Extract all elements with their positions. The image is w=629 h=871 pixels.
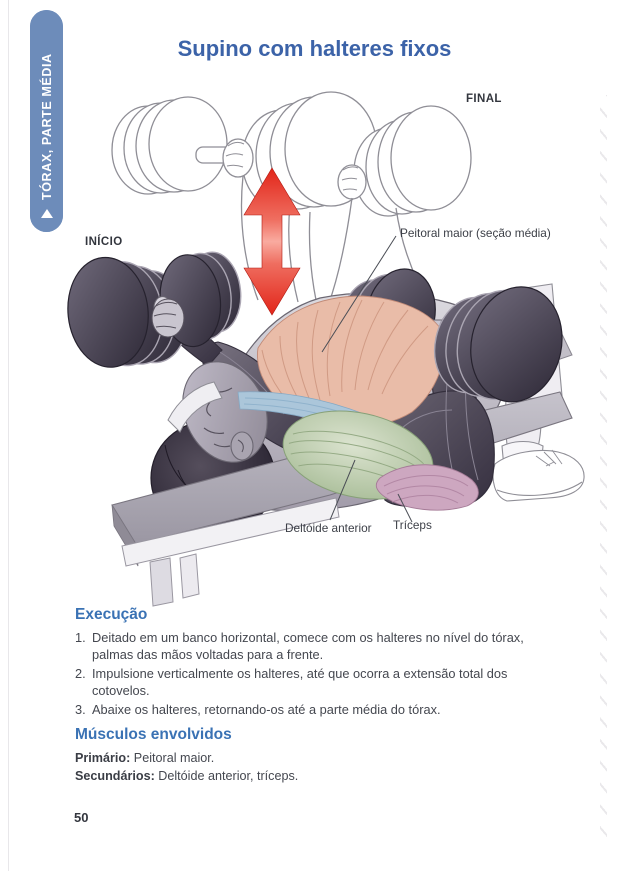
primary-muscle-line: Primário: Peitoral maior. (75, 750, 575, 768)
secondary-muscle-label: Secundários: (75, 769, 155, 784)
secondary-muscle-value: Deltóide anterior, tríceps. (158, 769, 299, 784)
execucao-heading: Execução (75, 606, 148, 623)
step-1-text: Deitado em um banco horizontal, comece c… (92, 630, 524, 662)
label-deltoide: Deltóide anterior (285, 521, 372, 535)
step-3: 3. Abaixe os halteres, retornando-os até… (75, 702, 545, 719)
step-1: 1. Deitado em um banco horizontal, comec… (75, 630, 545, 664)
left-hand (151, 298, 185, 338)
movement-arrow (243, 167, 301, 316)
right-dumbbell-near-plates (433, 286, 563, 403)
primary-muscle-value: Peitoral maior. (133, 751, 215, 766)
step-2: 2. Impulsione verticalmente os halteres,… (75, 666, 545, 700)
step-1-number: 1. (75, 630, 86, 645)
page-scan-edge (8, 0, 9, 871)
label-peitoral: Peitoral maior (seção média) (400, 226, 551, 240)
execucao-steps: 1. Deitado em um banco horizontal, comec… (75, 630, 575, 718)
step-2-text: Impulsione verticalmente os halteres, at… (92, 665, 508, 698)
step-3-text: Abaixe os halteres, retornando-os até a … (92, 701, 441, 717)
page-title: Supino com halteres fixos (177, 36, 452, 61)
secondary-muscle-line: Secundários: Deltóide anterior, tríceps. (75, 768, 575, 786)
chapter-tab: TÓRAX, PARTE MÉDIA (30, 10, 63, 232)
label-final: FINAL (466, 93, 502, 105)
triceps-muscle (375, 464, 479, 511)
label-leader-lines (321, 235, 413, 523)
step-3-number: 3. (75, 701, 86, 717)
step-2-number: 2. (75, 665, 86, 681)
musculos-heading: Músculos envolvidos (75, 726, 232, 744)
label-triceps: Tríceps (393, 518, 432, 532)
page-edge-texture (600, 95, 607, 846)
exercise-illustration (67, 91, 585, 607)
label-inicio: INÍCIO (85, 236, 123, 248)
page-text-content: Execução 1. Deitado em um banco horizont… (75, 606, 575, 786)
page-number: 50 (74, 810, 89, 825)
primary-muscle-label: Primário: (75, 751, 131, 766)
